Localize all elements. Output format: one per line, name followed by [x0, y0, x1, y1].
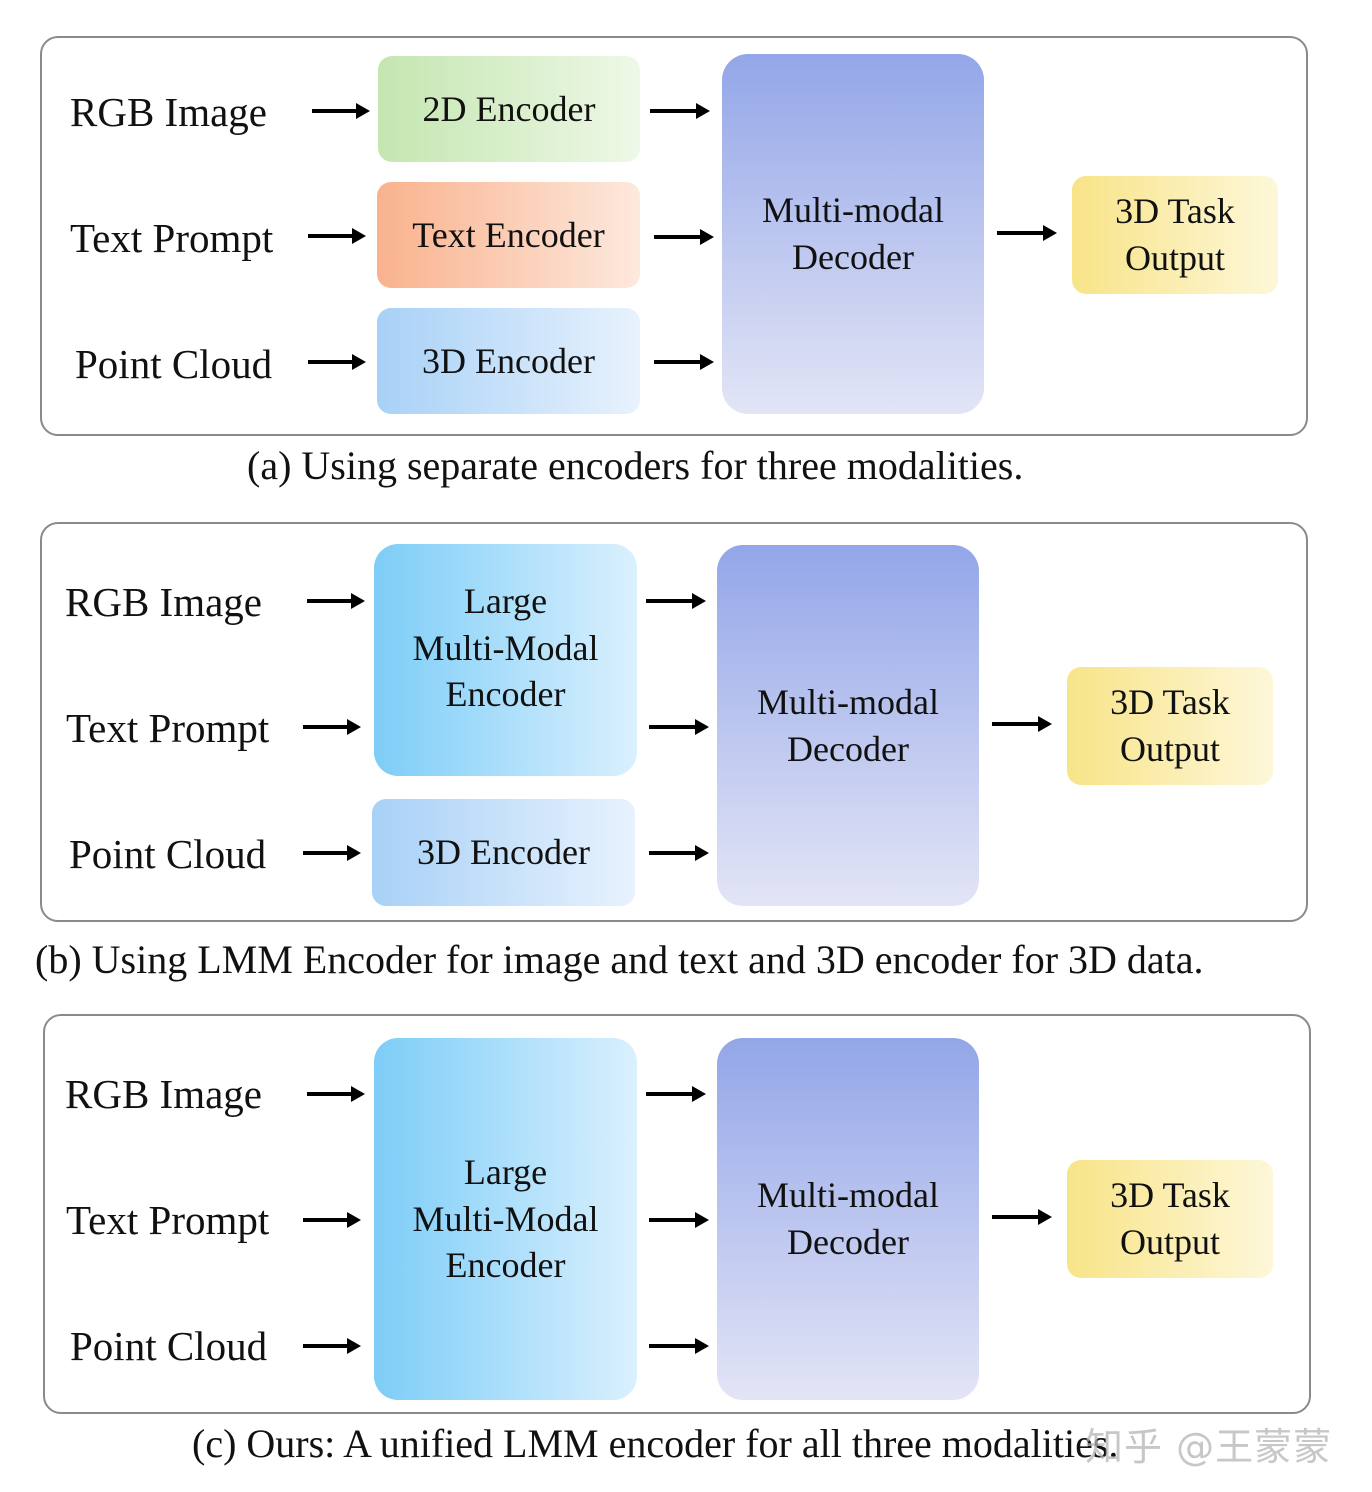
arrow-text-encoder-to-decoder	[654, 229, 714, 245]
panel-a: RGB Image Text Prompt Point Cloud 2D Enc…	[40, 36, 1308, 436]
arrow-decoder-to-output	[997, 225, 1057, 241]
input-rgb-image: RGB Image	[65, 1071, 262, 1117]
2d-encoder-label: 2D Encoder	[422, 88, 596, 129]
caption-c: (c) Ours: A unified LMM encoder for all …	[192, 1421, 1119, 1466]
3d-encoder-label: 3D Encoder	[417, 832, 590, 873]
input-point-cloud: Point Cloud	[75, 341, 273, 387]
arrow-lmm-encoder-to-decoder-2	[649, 1212, 709, 1228]
arrow-lmm-encoder-to-decoder-2	[649, 719, 709, 735]
decoder-label-line2: Decoder	[792, 237, 914, 277]
decoder-label-line1: Multi-modal	[757, 681, 939, 722]
panel-b: RGB Image Text Prompt Point Cloud Large …	[40, 522, 1308, 922]
arrow-text-to-lmm-encoder	[303, 1212, 361, 1228]
lmm-encoder-box: Large Multi-Modal Encoder	[374, 1038, 637, 1400]
decoder-label-line2: Decoder	[787, 728, 909, 769]
output-label-line2: Output	[1119, 1222, 1220, 1262]
3d-task-output-box: 3D Task Output	[1072, 176, 1278, 294]
decoder-label-line2: Decoder	[787, 1222, 909, 1262]
arrow-lmm-encoder-to-decoder-1	[646, 593, 706, 609]
lmm-encoder-box: Large Multi-Modal Encoder	[374, 544, 637, 776]
3d-encoder-box: 3D Encoder	[377, 308, 640, 414]
input-text-prompt: Text Prompt	[66, 1197, 270, 1243]
3d-encoder-label: 3D Encoder	[422, 340, 595, 381]
arrow-lmm-encoder-to-decoder-1	[646, 1086, 706, 1102]
input-text-prompt: Text Prompt	[66, 705, 270, 751]
3d-encoder-box: 3D Encoder	[372, 799, 635, 906]
caption-b: (b) Using LMM Encoder for image and text…	[35, 937, 1204, 982]
3d-task-output-box: 3D Task Output	[1067, 1160, 1273, 1278]
text-encoder-label: Text Encoder	[412, 214, 605, 255]
arrow-point-to-lmm-encoder	[303, 1338, 361, 1354]
multimodal-decoder-box: Multi-modal Decoder	[717, 1038, 979, 1400]
output-label-line1: 3D Task	[1110, 1175, 1230, 1216]
input-rgb-image: RGB Image	[65, 579, 262, 625]
arrow-rgb-to-lmm-encoder	[307, 1086, 365, 1102]
arrow-decoder-to-output	[992, 716, 1052, 732]
lmm-encoder-label-line3: Encoder	[445, 1245, 566, 1286]
arrow-text-to-lmm-encoder	[303, 719, 361, 735]
arrow-rgb-to-lmm-encoder	[307, 593, 365, 609]
3d-task-output-box: 3D Task Output	[1067, 667, 1273, 785]
lmm-encoder-label-line1: Large	[463, 580, 548, 621]
lmm-encoder-label-line2: Multi-Modal	[412, 627, 599, 668]
arrow-decoder-to-output	[992, 1209, 1052, 1225]
watermark: 知乎 @王蒙蒙	[1085, 1425, 1333, 1469]
decoder-label-line1: Multi-modal	[762, 190, 944, 231]
arrow-rgb-to-2d-encoder	[312, 103, 370, 119]
lmm-encoder-label-line1: Large	[463, 1151, 548, 1192]
output-label-line1: 3D Task	[1115, 191, 1235, 232]
output-label-line1: 3D Task	[1110, 682, 1230, 723]
caption-a: (a) Using separate encoders for three mo…	[247, 443, 1024, 488]
arrow-lmm-encoder-to-decoder-3	[649, 1338, 709, 1354]
input-point-cloud: Point Cloud	[69, 831, 267, 877]
arrow-3d-encoder-to-decoder	[649, 845, 709, 861]
input-text-prompt: Text Prompt	[70, 215, 274, 261]
arrow-3d-encoder-to-decoder	[654, 354, 714, 370]
input-rgb-image: RGB Image	[70, 89, 267, 135]
lmm-encoder-label-line3: Encoder	[445, 674, 566, 715]
lmm-encoder-label-line2: Multi-Modal	[412, 1198, 599, 1239]
panel-c: RGB Image Text Prompt Point Cloud Large …	[43, 1014, 1311, 1414]
arrow-point-to-3d-encoder	[303, 845, 361, 861]
multimodal-decoder-box: Multi-modal Decoder	[717, 545, 979, 906]
arrow-2d-encoder-to-decoder	[650, 103, 710, 119]
output-label-line2: Output	[1119, 729, 1220, 769]
output-label-line2: Output	[1124, 238, 1225, 278]
arrow-text-to-text-encoder	[308, 228, 366, 244]
multimodal-decoder-box: Multi-modal Decoder	[722, 54, 984, 414]
arrow-point-to-3d-encoder	[308, 354, 366, 370]
input-point-cloud: Point Cloud	[70, 1323, 268, 1369]
decoder-label-line1: Multi-modal	[757, 1175, 939, 1216]
2d-encoder-box: 2D Encoder	[378, 56, 640, 162]
text-encoder-box: Text Encoder	[377, 182, 640, 288]
